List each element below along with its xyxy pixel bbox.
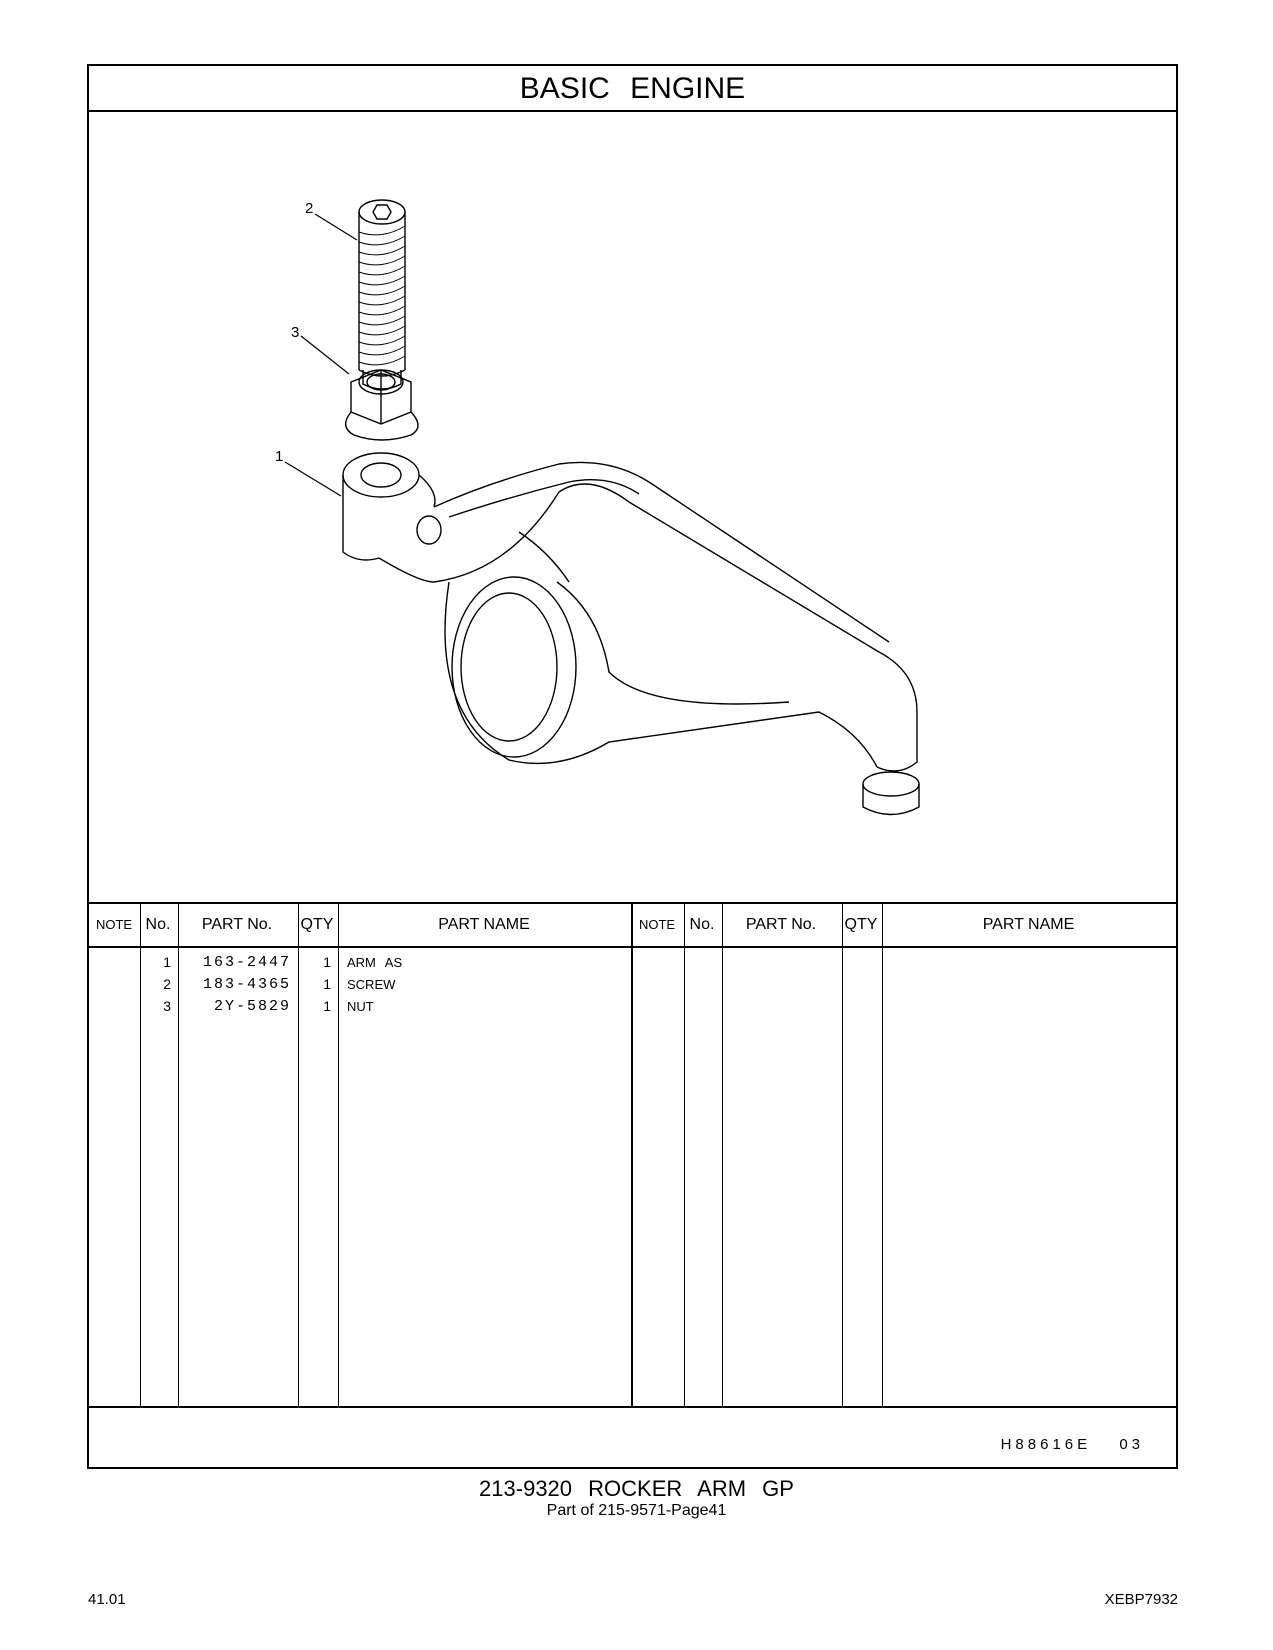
screw-part (358, 199, 406, 390)
row-qty: 1 (323, 998, 331, 1014)
header-no: No. (145, 916, 171, 933)
row-qty: 1 (323, 954, 331, 970)
column-divider (140, 902, 141, 1408)
illustration-code: H88616E 03 (1001, 1436, 1144, 1453)
page-title: BASIC ENGINE (89, 66, 1176, 112)
rocker-arm-drawing (284, 199, 920, 816)
column-divider (298, 902, 299, 1408)
column-divider (631, 902, 633, 1408)
row-no: 3 (163, 998, 171, 1014)
header-no-2: No. (689, 916, 715, 933)
header-part-no-2: PART No. (745, 916, 817, 933)
header-part-name-2: PART NAME (982, 916, 1075, 933)
row-part-name: ARM AS (347, 955, 403, 970)
header-qty-2: QTY (844, 916, 878, 933)
table-row: 3 2Y-5829 1 NUT (89, 995, 1176, 1018)
page-frame: BASIC ENGINE (87, 64, 1178, 1469)
column-divider (338, 902, 339, 1408)
row-part-name: SCREW (347, 977, 396, 992)
parts-table-body: 1 163-2447 1 ARM AS 2 183-4365 1 SCREW 3… (89, 948, 1176, 1408)
illustration-code-suffix: 03 (1119, 1436, 1144, 1453)
row-qty: 1 (323, 976, 331, 992)
document-id: XEBP7932 (1104, 1591, 1178, 1608)
callout-3: 3 (291, 324, 300, 341)
header-part-no: PART No. (201, 916, 273, 933)
rocker-arm-part (342, 452, 920, 816)
column-divider (882, 902, 883, 1408)
header-qty: QTY (300, 916, 334, 933)
column-divider (842, 902, 843, 1408)
header-note: NOTE (95, 917, 133, 932)
row-no: 1 (163, 954, 171, 970)
row-part-no: 183-4365 (202, 976, 291, 993)
row-part-no: 163-2447 (202, 954, 291, 971)
row-no: 2 (163, 976, 171, 992)
callout-1: 1 (275, 448, 284, 465)
header-part-name: PART NAME (438, 916, 530, 933)
leader-lines (284, 213, 358, 497)
column-divider (178, 902, 179, 1408)
header-note-2: NOTE (638, 917, 676, 932)
illustration-code-id: H88616E (1000, 1436, 1092, 1453)
row-part-name: NUT (347, 999, 374, 1014)
parts-illustration: 2 3 1 (89, 112, 1176, 902)
table-row: 2 183-4365 1 SCREW (89, 973, 1176, 996)
column-divider (722, 902, 723, 1408)
callout-2: 2 (305, 200, 314, 217)
table-row: 1 163-2447 1 ARM AS (89, 951, 1176, 974)
row-part-no: 2Y-5829 (213, 998, 291, 1015)
part-of-caption: Part of 215-9571-Page41 (546, 1502, 727, 1519)
nut-part (345, 369, 419, 441)
page-number: 41.01 (88, 1591, 126, 1608)
column-divider (684, 902, 685, 1408)
group-caption: 213-9320 ROCKER ARM GP (479, 1476, 794, 1501)
